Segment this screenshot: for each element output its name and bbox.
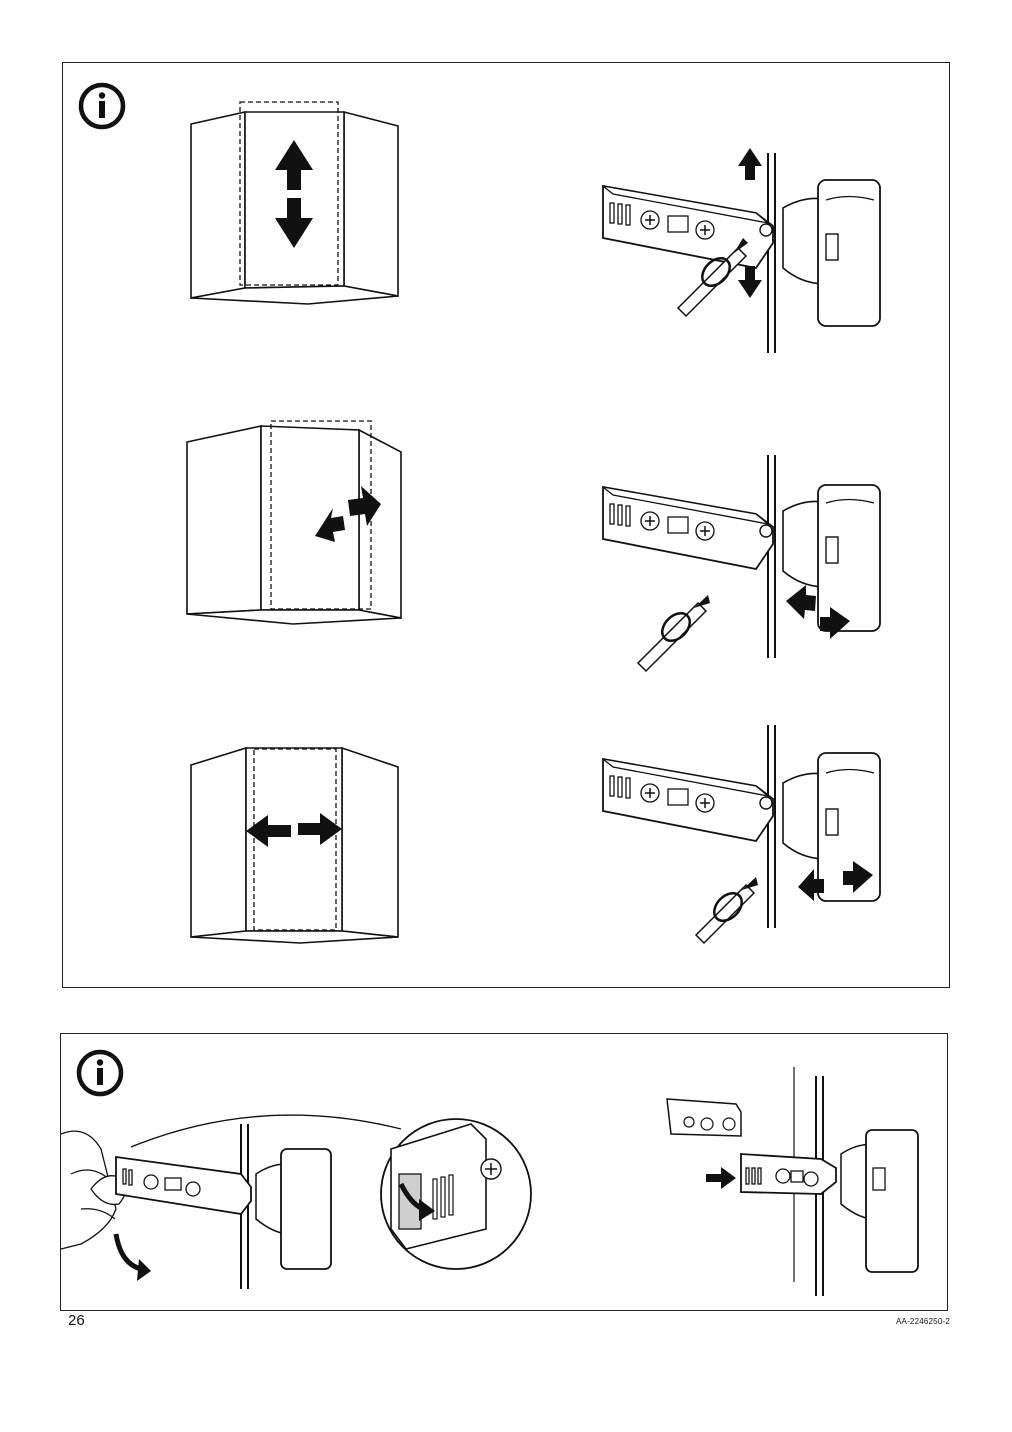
- hinge-release-illustration: [60, 1114, 532, 1289]
- up-down-arrow-icon: [275, 140, 313, 248]
- push-arrow-icon: [706, 1167, 736, 1189]
- info-icon: [76, 1049, 124, 1097]
- up-down-arrow-icon: [738, 148, 762, 298]
- cabinet-vertical-adjust-illustration: [190, 101, 399, 305]
- left-right-arrow-icon: [798, 861, 873, 901]
- document-code: AA-2246250-2: [896, 1317, 950, 1326]
- curved-arrow-icon: [113, 1233, 142, 1272]
- screwdriver-icon: [676, 238, 748, 318]
- adjustment-instructions-panel: [62, 62, 950, 988]
- hinge-vertical-adjust-illustration: [602, 148, 881, 353]
- hinge-side-adjust-illustration: [602, 725, 881, 945]
- cabinet-side-adjust-illustration: [190, 746, 399, 944]
- hinge-attach-illustration: [666, 1067, 919, 1296]
- cabinet-depth-adjust-illustration: [186, 420, 402, 625]
- screwdriver-icon: [694, 877, 758, 945]
- in-out-arrow-icon: [315, 486, 381, 542]
- hinge-removal-panel: [60, 1033, 948, 1311]
- left-right-arrow-icon: [786, 585, 850, 639]
- info-icon: [78, 82, 126, 130]
- screwdriver-icon: [636, 595, 710, 673]
- left-right-arrow-icon: [246, 813, 342, 847]
- hinge-depth-adjust-illustration: [602, 455, 881, 673]
- page-number: 26: [68, 1312, 85, 1329]
